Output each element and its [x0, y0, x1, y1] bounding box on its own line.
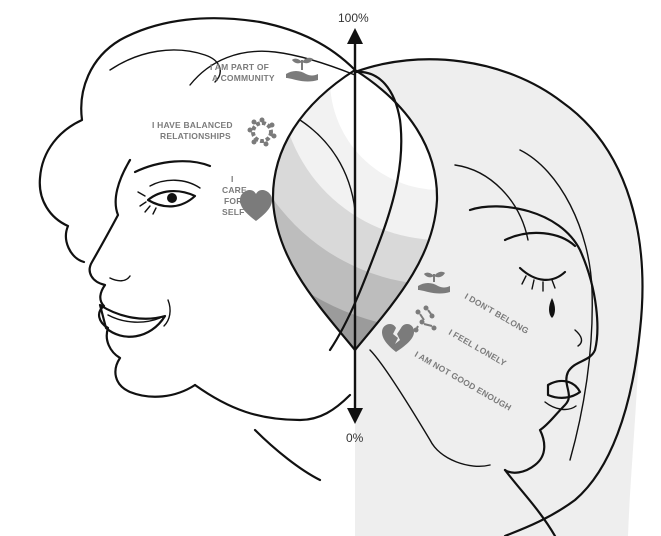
happy-cheek	[164, 300, 170, 326]
happy-hair-curl	[110, 50, 220, 82]
label-selfcare-line4: SELF	[222, 207, 245, 217]
label-selfcare-line3: FOR	[224, 196, 243, 206]
happy-eyebrow	[135, 161, 210, 172]
people-circle-icon	[248, 118, 277, 147]
label-relationships-line1: I HAVE BALANCED	[152, 120, 233, 130]
happy-jaw	[195, 385, 350, 420]
happy-eyelid	[150, 180, 200, 188]
axis-top-label: 100%	[338, 11, 369, 25]
label-selfcare-line1: I	[231, 174, 234, 184]
happy-mouth	[100, 305, 165, 337]
label-community-line1: I AM PART OF	[210, 62, 269, 72]
axis-bottom-label: 0%	[346, 431, 364, 445]
heart-icon	[240, 190, 272, 221]
label-relationships-line2: RELATIONSHIPS	[160, 131, 231, 141]
label-community-line2: A COMMUNITY	[212, 73, 275, 83]
happy-pupil	[167, 193, 177, 203]
axis-arrow-up-icon	[347, 28, 363, 44]
hand-plant-icon	[286, 58, 318, 82]
happy-neck	[255, 430, 320, 480]
happy-face-profile	[90, 160, 195, 397]
happy-nostril	[110, 276, 130, 281]
